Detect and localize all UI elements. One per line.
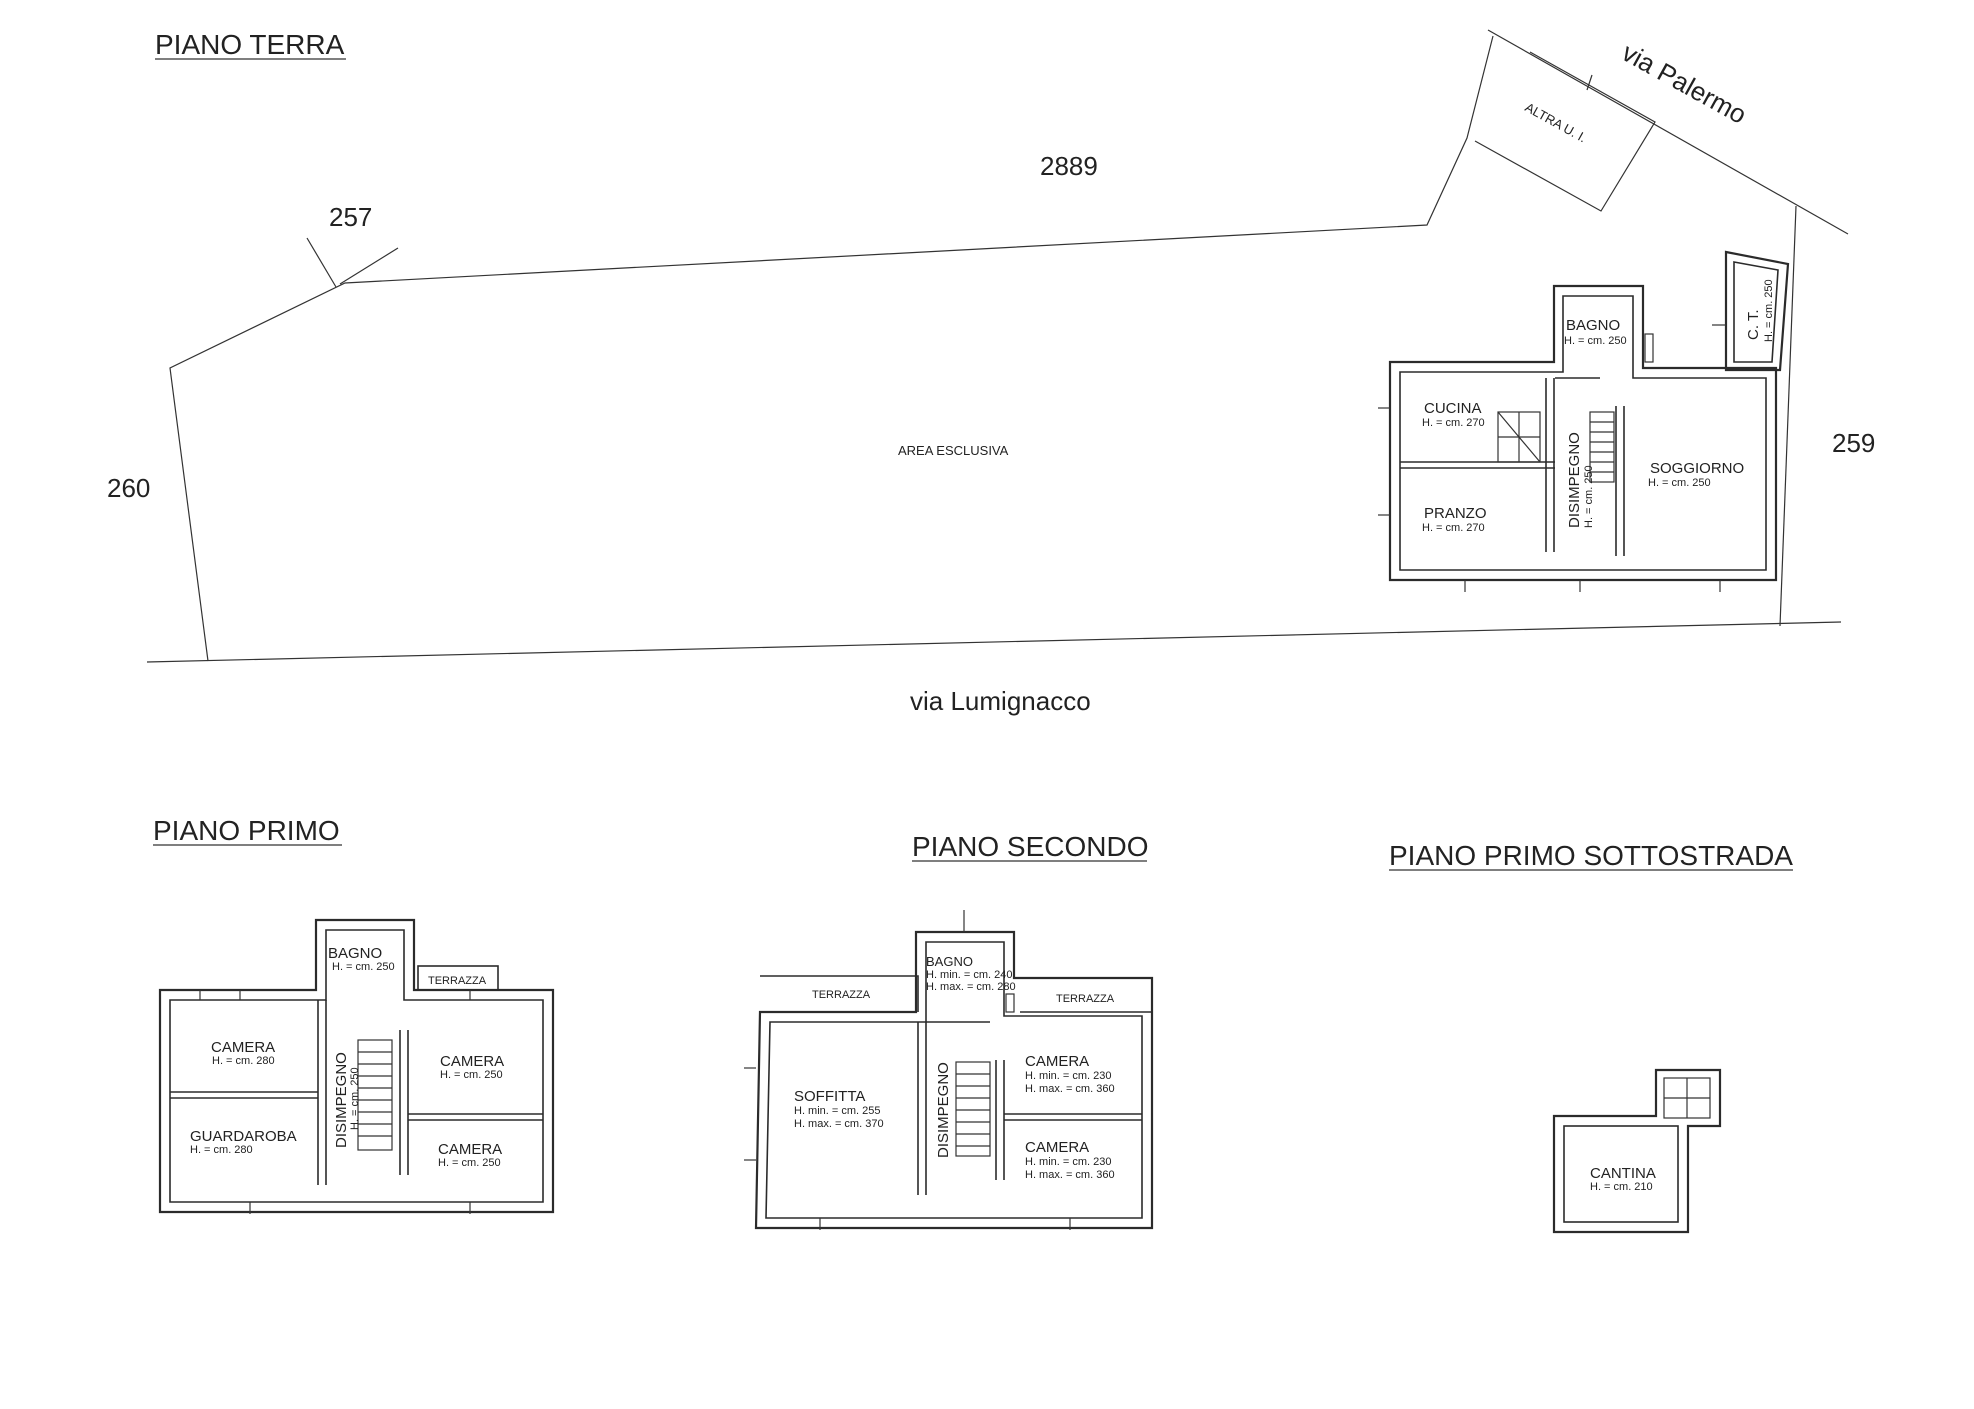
stair-tread xyxy=(1497,411,1541,463)
terrazza-label: TERRAZZA xyxy=(1056,993,1115,1005)
title-piano-primo-sottostrada: PIANO PRIMO SOTTOSTRADA xyxy=(1389,840,1793,871)
parcel-number-257: 257 xyxy=(329,202,372,232)
room-guardaroba-height: H. = cm. 280 xyxy=(190,1144,253,1156)
room-camera-label: CAMERA xyxy=(440,1053,504,1070)
terrazza-outline xyxy=(760,975,919,1012)
room-bagno-label: BAGNO xyxy=(926,954,973,969)
bathroom-fixture xyxy=(1005,993,1015,1013)
altra-ui-label: ALTRA U. I. xyxy=(1523,100,1589,146)
straight-stair xyxy=(1589,411,1615,483)
area-esclusiva-label: AREA ESCLUSIVA xyxy=(898,443,1009,458)
room-disimpegno-label: DISIMPEGNO xyxy=(935,1062,952,1158)
room-camera-label: CAMERA xyxy=(1025,1053,1089,1070)
basement-inner-wall xyxy=(1563,1125,1679,1223)
room-camera-height-max: H. max. = cm. 360 xyxy=(1025,1169,1115,1181)
straight-stair xyxy=(955,1061,991,1157)
room-guardaroba-label: GUARDAROBA xyxy=(190,1128,297,1145)
first-inner-wall xyxy=(169,929,544,1203)
first-floor-plan: BAGNO H. = cm. 250 TERRAZZA CAMERA H. = … xyxy=(158,918,555,1214)
room-soggiorno-label: SOGGIORNO xyxy=(1650,460,1744,477)
ground-floor-plan: BAGNO H. = cm. 250 C. T. H. = cm. 250 CU… xyxy=(1378,250,1790,592)
site-plan: 2889 257 260 259 ALTRA U. I. AREA ESCLUS… xyxy=(107,29,1875,716)
room-bagno-height: H. = cm. 250 xyxy=(1564,335,1627,347)
room-pranzo-height: H. = cm. 270 xyxy=(1422,522,1485,534)
second-outer-wall xyxy=(754,930,1154,1230)
basement-plan: CANTINA H. = cm. 210 xyxy=(1552,1068,1722,1234)
lot-boundary xyxy=(169,35,1494,662)
room-camera-height: H. = cm. 280 xyxy=(212,1055,275,1067)
room-disimpegno-label: DISIMPEGNO xyxy=(333,1052,350,1148)
room-bagno-height-max: H. max. = cm. 280 xyxy=(926,981,1016,993)
room-cucina-label: CUCINA xyxy=(1424,400,1482,417)
room-soffitta-height-min: H. min. = cm. 255 xyxy=(794,1105,881,1117)
ct-room-inner xyxy=(1733,261,1779,363)
room-camera-height-min: H. min. = cm. 230 xyxy=(1025,1070,1112,1082)
ct-room-wall xyxy=(1724,250,1790,372)
room-soffitta-label: SOFFITTA xyxy=(794,1088,865,1105)
boundary-tick xyxy=(1586,74,1593,91)
room-camera-label: CAMERA xyxy=(1025,1139,1089,1156)
terrazza-label: TERRAZZA xyxy=(812,989,871,1001)
room-bagno-label: BAGNO xyxy=(328,945,382,962)
terrazza-outline xyxy=(1020,977,1153,1013)
room-camera-label: CAMERA xyxy=(438,1141,502,1158)
room-camera-height: H. = cm. 250 xyxy=(438,1157,501,1169)
room-cantina-height: H. = cm. 210 xyxy=(1590,1181,1653,1193)
parcel-boundary-259 xyxy=(1779,205,1797,627)
room-disimpegno-label: DISIMPEGNO xyxy=(1566,432,1583,528)
second-inner-wall xyxy=(765,941,1143,1219)
parcel-number-259: 259 xyxy=(1832,428,1875,458)
room-camera-height-max: H. max. = cm. 360 xyxy=(1025,1083,1115,1095)
bathroom-fixture xyxy=(1644,333,1654,363)
room-soggiorno-height: H. = cm. 250 xyxy=(1648,477,1711,489)
terrazza-label: TERRAZZA xyxy=(428,975,487,987)
ground-outer-wall xyxy=(1388,284,1778,582)
street-via-lumignacco: via Lumignacco xyxy=(910,686,1091,716)
room-cucina-height: H. = cm. 270 xyxy=(1422,417,1485,429)
room-bagno-height-min: H. min. = cm. 240 xyxy=(926,969,1013,981)
room-soffitta-height-max: H. max. = cm. 370 xyxy=(794,1118,884,1130)
parcel-boundary-257 xyxy=(306,237,337,288)
parcel-boundary-257 xyxy=(339,247,399,285)
street-via-palermo: via Palermo xyxy=(1617,37,1752,130)
parcel-number-260: 260 xyxy=(107,473,150,503)
street-edge-line xyxy=(146,621,1842,663)
room-ct-height: H. = cm. 250 xyxy=(1763,279,1775,342)
room-ct-label: C. T. xyxy=(1745,309,1762,340)
title-piano-secondo: PIANO SECONDO xyxy=(912,831,1148,862)
room-bagno-label: BAGNO xyxy=(1566,317,1620,334)
parcel-number-2889: 2889 xyxy=(1040,151,1098,181)
title-piano-terra: PIANO TERRA xyxy=(155,29,345,60)
room-bagno-height: H. = cm. 250 xyxy=(332,961,395,973)
second-floor-plan: TERRAZZA TERRAZZA BAGNO H. min. = cm. 24… xyxy=(744,910,1154,1230)
room-camera-height-min: H. min. = cm. 230 xyxy=(1025,1156,1112,1168)
title-piano-primo: PIANO PRIMO xyxy=(153,815,340,846)
terrazza-outline xyxy=(417,965,499,991)
room-disimpegno-height: H. = cm. 250 xyxy=(349,1067,361,1130)
altra-ui-outline xyxy=(1474,51,1656,212)
room-cantina-label: CANTINA xyxy=(1590,1165,1656,1182)
room-camera-label: CAMERA xyxy=(211,1039,275,1056)
street-edge-line xyxy=(1487,29,1849,235)
room-disimpegno-height: H. = cm. 250 xyxy=(1583,465,1595,528)
basement-outer-wall xyxy=(1552,1068,1722,1234)
room-pranzo-label: PRANZO xyxy=(1424,505,1487,522)
ground-inner-wall xyxy=(1399,295,1767,571)
room-camera-height: H. = cm. 250 xyxy=(440,1069,503,1081)
first-outer-wall xyxy=(158,918,555,1214)
straight-stair xyxy=(357,1039,393,1151)
